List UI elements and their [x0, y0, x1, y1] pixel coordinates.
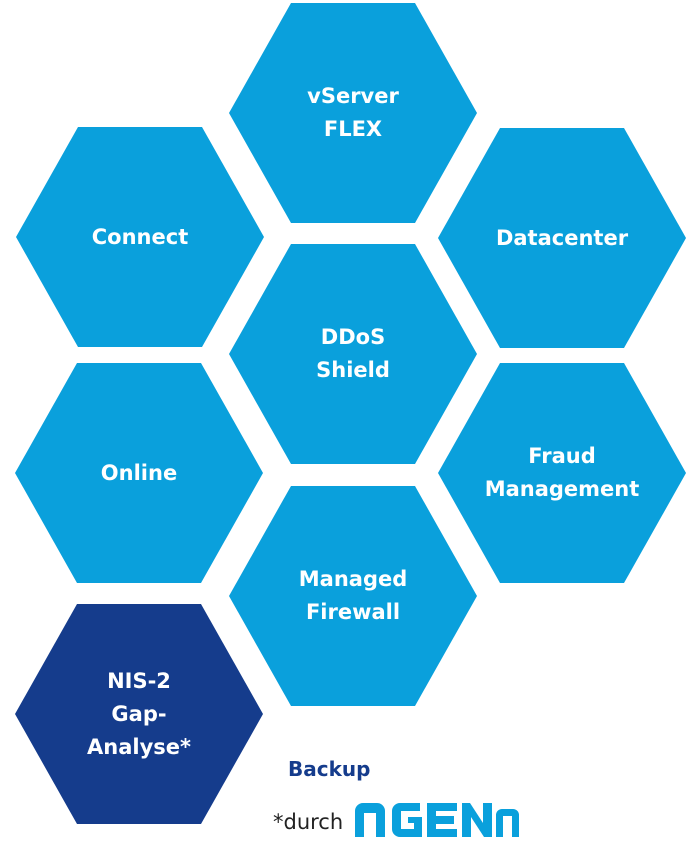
- hex-label-line: Analyse*: [87, 734, 191, 759]
- hex-label-line: Firewall: [305, 600, 401, 624]
- hex-label-line: vServer: [307, 84, 399, 108]
- hex-label-line: Gap-: [111, 701, 167, 726]
- hex-label-line: Management: [484, 477, 640, 501]
- hex-label-line: NIS-2: [107, 668, 171, 693]
- hex-label-line: Managed: [298, 567, 408, 591]
- footnote-text: *durch: [273, 810, 344, 834]
- hex-tile-ddos-shield[interactable]: DDoS Shield: [229, 244, 477, 464]
- hex-tile-nis2-gap-analyse[interactable]: NIS-2 Gap- Analyse*: [15, 604, 263, 824]
- hex-label-line: DDoS: [320, 325, 386, 349]
- hex-label-line: Online: [100, 460, 178, 485]
- footnote: *durch: [273, 801, 520, 837]
- hex-label-line: Connect: [91, 224, 189, 249]
- ngenn-logo: [355, 803, 520, 837]
- hex-label-line: Datacenter: [495, 225, 629, 250]
- hex-label-line: FLEX: [323, 117, 383, 141]
- hex-label-line: Fraud: [528, 444, 596, 468]
- hex-label-line: Shield: [316, 358, 390, 382]
- hex-tile-managed-firewall[interactable]: Managed Firewall: [229, 486, 477, 706]
- hex-tile-vserver-flex[interactable]: vServer FLEX: [229, 3, 477, 223]
- hex-tile-connect[interactable]: Connect: [16, 127, 264, 347]
- hex-tile-online[interactable]: Online: [15, 363, 263, 583]
- hex-tile-datacenter[interactable]: Datacenter: [438, 128, 686, 348]
- backup-link[interactable]: Backup: [288, 757, 371, 781]
- hex-tile-fraud-management[interactable]: Fraud Management: [438, 363, 686, 583]
